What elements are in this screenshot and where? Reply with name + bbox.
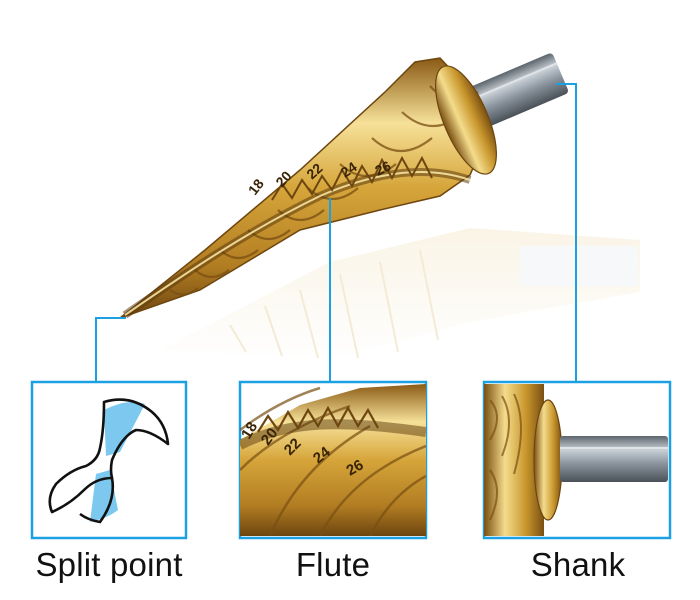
flute-mark-20: 20 [258,425,282,449]
flute-mark-26: 26 [344,456,367,479]
panel-split-point [30,380,188,540]
label-shank: Shank [530,546,626,583]
panel-flute: 18 20 22 24 26 [238,380,428,540]
label-flute: Flute [295,546,371,583]
panel-shank [482,380,672,540]
flute-mark-18: 18 [238,419,261,442]
split-point-blue-left [104,402,145,456]
label-split-point: Split point [35,546,183,583]
split-point-blue-right [90,470,118,522]
drill-reflection [160,228,640,360]
split-point-outline-2 [79,477,115,524]
drill-body [119,57,497,319]
step-mark-26: 26 [372,157,393,178]
step-mark-18: 18 [245,176,267,198]
step-mark-24: 24 [338,158,360,180]
callout-lines [95,83,577,382]
callout-line-split-point [95,317,126,382]
callout-line-shank [556,83,577,382]
split-point-outline [48,398,170,514]
